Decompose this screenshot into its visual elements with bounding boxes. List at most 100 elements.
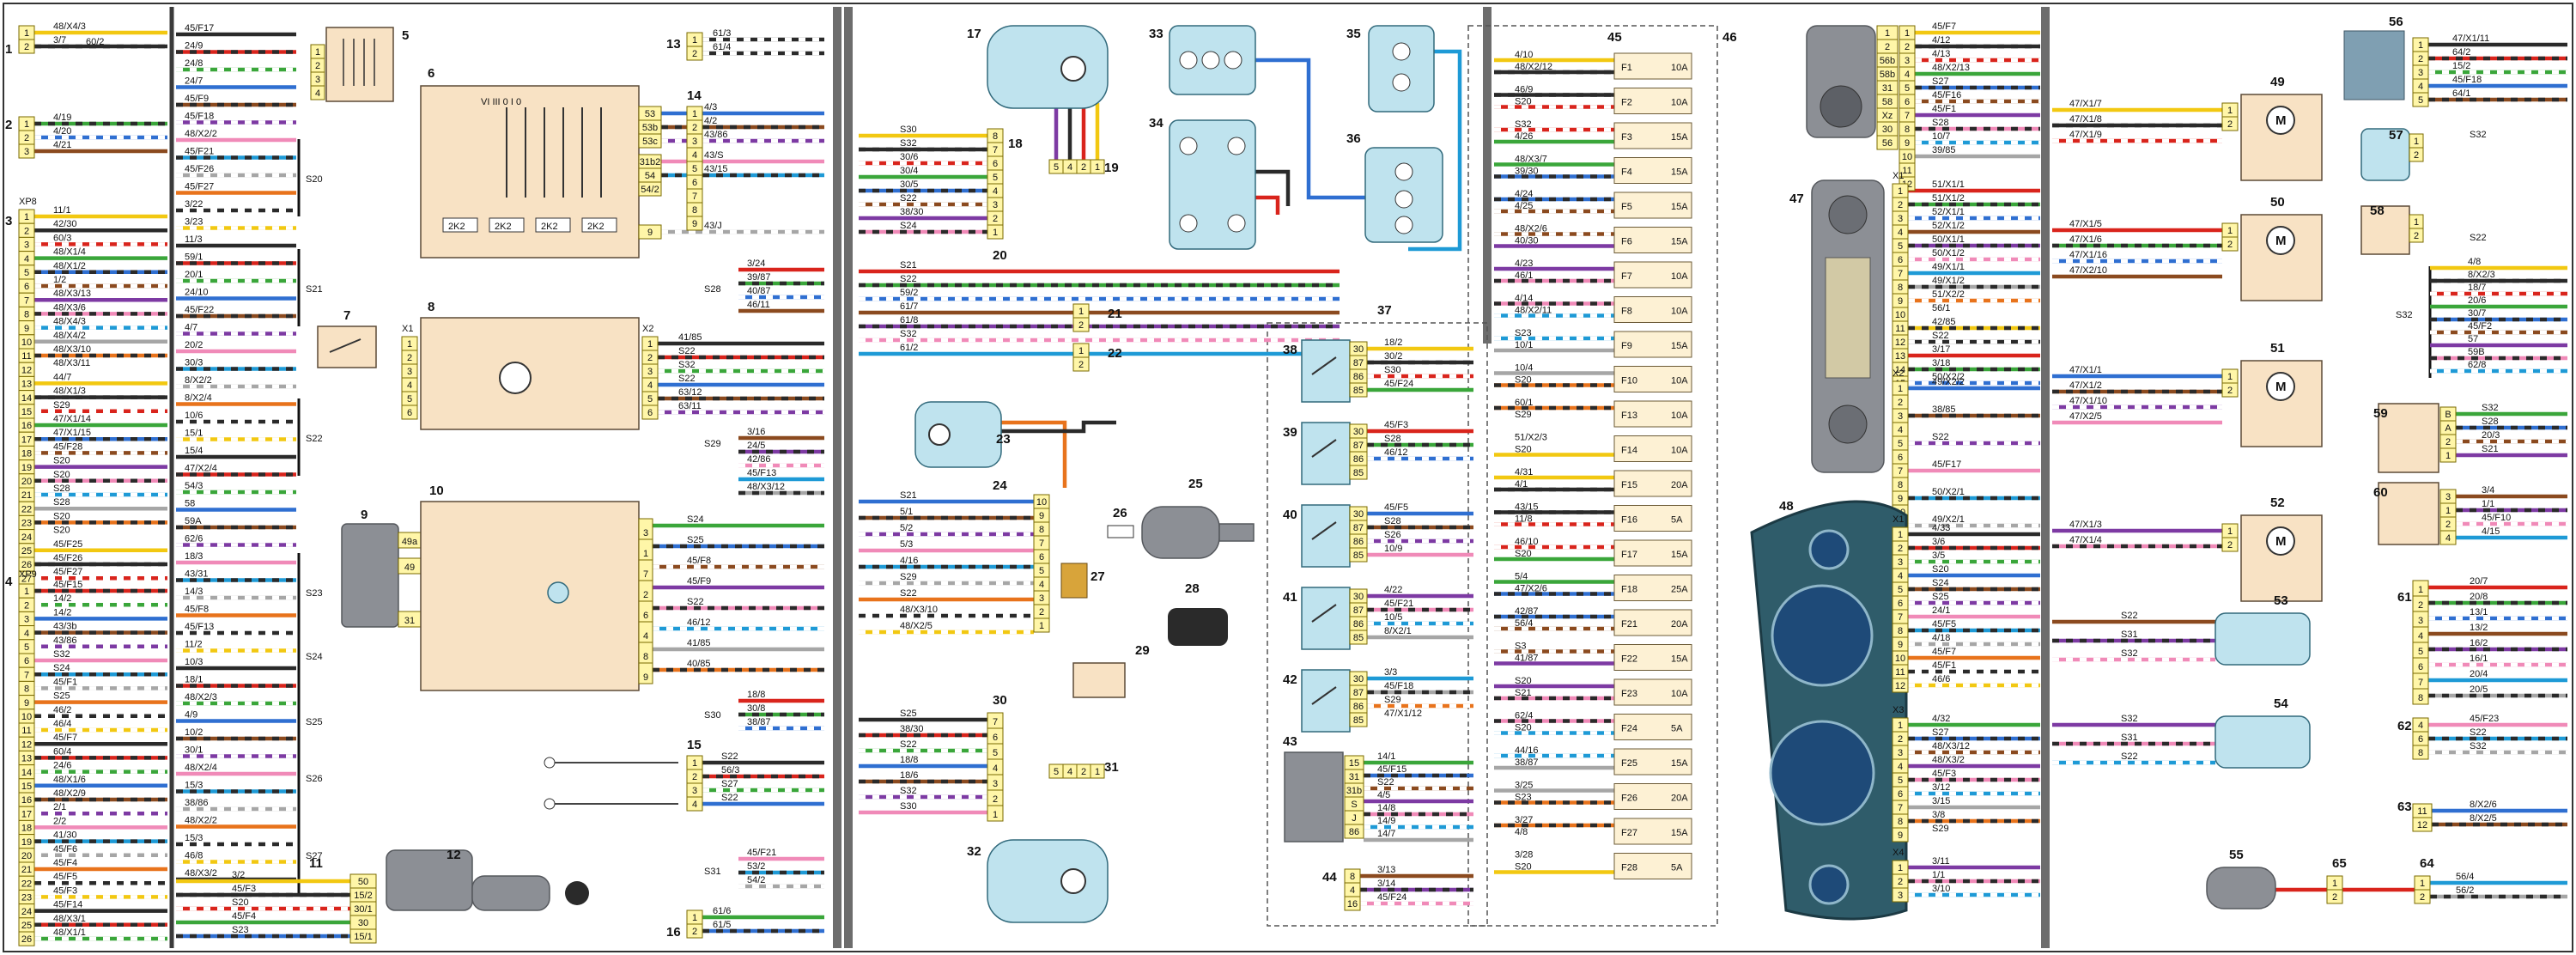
pin-number: 56 [1882,138,1893,149]
wire-label: 42/85 [1932,317,1956,327]
wire-label: 48/X4/3 [53,317,86,327]
connector-4-number: 4 [5,575,13,589]
pin-number: 2 [2418,600,2423,611]
wire-label: 45/F26 [53,553,82,563]
wire-label: 45/F21 [1384,599,1413,609]
wire-label: 49/X1/2 [1932,276,1965,286]
wire-label: S22 [678,346,696,356]
part-59-body [2378,403,2439,473]
pin-number: 12 [2417,820,2427,830]
connector-pin [2412,688,2429,705]
wire-label: 45/F18 [185,112,214,122]
wire-label: 3/22 [185,199,203,210]
wire-label: S28 [1384,516,1401,526]
outer-frame [3,3,2573,952]
wire-label: S23 [1515,328,1532,338]
pin-number: 5 [1905,83,1910,94]
part-55-number: 55 [2229,848,2244,862]
wire-label: 56/2 [2456,885,2474,896]
wire-label: S28 [1932,118,1949,128]
connector-2-number: 2 [5,118,12,132]
part-58-body [2360,205,2410,255]
wire-label: 54/2 [747,875,765,885]
wire-label: 48/X1/2 [53,261,86,271]
pin-number: 1 [993,810,998,820]
wire-label: 4/1 [1515,479,1528,490]
pin-number: 8 [1898,480,1903,490]
switch-contact [544,798,556,810]
part-27-body [1060,563,1088,599]
part-43-number: 43 [1283,734,1297,749]
part-11-number: 11 [309,856,323,871]
wire [1255,169,1291,206]
wire-label: S32 [1515,119,1532,130]
fuse-id: F27 [1621,828,1637,838]
wire-label: S26 [1384,530,1401,540]
wire-label: 5/2 [900,523,913,533]
wire-label: S24 [53,663,70,673]
pin-number: 2 [1078,360,1084,370]
fuse-F23 [1613,678,1692,706]
wire-label: 44/7 [53,372,71,382]
wire-label: S20 [1515,445,1532,455]
pin-number: 2 [1898,544,1903,554]
pin-number: 12 [1895,681,1905,691]
pin-number: 4 [1898,571,1903,581]
connector-1-number: 1 [5,42,12,57]
wire-label: 45/F5 [1932,619,1956,630]
wire-label: S28 [53,497,70,508]
part-42-number: 42 [1283,672,1297,687]
pin-number: 9 [1898,296,1903,307]
pin-number: 6 [407,408,412,418]
fuse-id: F21 [1621,619,1637,630]
pin-number: 6 [993,159,998,169]
pin-number: 50 [358,877,368,887]
wire-label: 30/8 [747,703,765,714]
connector-pin [2221,382,2239,398]
wire-label: S22 [1932,432,1949,442]
pin-number: 2 [2418,54,2423,64]
wire-label: S20 [53,511,70,521]
gauge [1808,529,1850,570]
wire-label: 18/3 [185,551,203,562]
wire-label: S25 [687,535,704,545]
fuse-id: F1 [1621,63,1632,73]
fuse-rating: 10A [1671,307,1688,317]
fuse-id: F25 [1621,758,1637,769]
wire-label: 43/31 [185,569,209,580]
wire-label: 2/1 [53,802,66,812]
wire-label: 45/F7 [53,733,77,743]
wire-label: 45/F21 [185,147,214,157]
wire-label: S32 [2482,403,2499,413]
pin-number: 3 [1898,891,1903,901]
wire-label: S20 [1515,676,1532,686]
part-36-number: 36 [1346,131,1361,146]
part-10-number: 10 [429,484,444,498]
pin-number: 6 [1898,789,1903,800]
part-63-number: 63 [2397,800,2412,814]
pin-number: 2 [2445,437,2451,447]
wire-label: S22 [900,274,917,284]
connector-4-header: XP9 [19,569,37,580]
wire-label: 45/F10 [2482,513,2511,523]
wire-label: 10/1 [1515,340,1533,350]
part-27-number: 27 [1091,569,1105,584]
fuse-F15 [1613,470,1692,497]
motor-symbol [2266,526,2295,556]
wire-label: 48/X3/10 [53,344,91,355]
wire-label: 11/2 [185,640,203,650]
part-5-body [325,27,394,102]
connector-pin [2412,817,2433,832]
pin-number: 8 [1898,283,1903,293]
connector-pin [2221,537,2239,552]
pin-number: 85 [1353,550,1364,561]
wire-label: 47/X1/6 [2069,234,2102,245]
pin-number: 12 [1895,338,1905,348]
wire-label: 45/F23 [2470,714,2499,724]
wire-label: 46/9 [1515,85,1533,95]
pin-number: 11 [2417,806,2427,817]
wire-label: 45/F3 [1384,420,1408,430]
pin-number: 2 [1078,320,1084,331]
